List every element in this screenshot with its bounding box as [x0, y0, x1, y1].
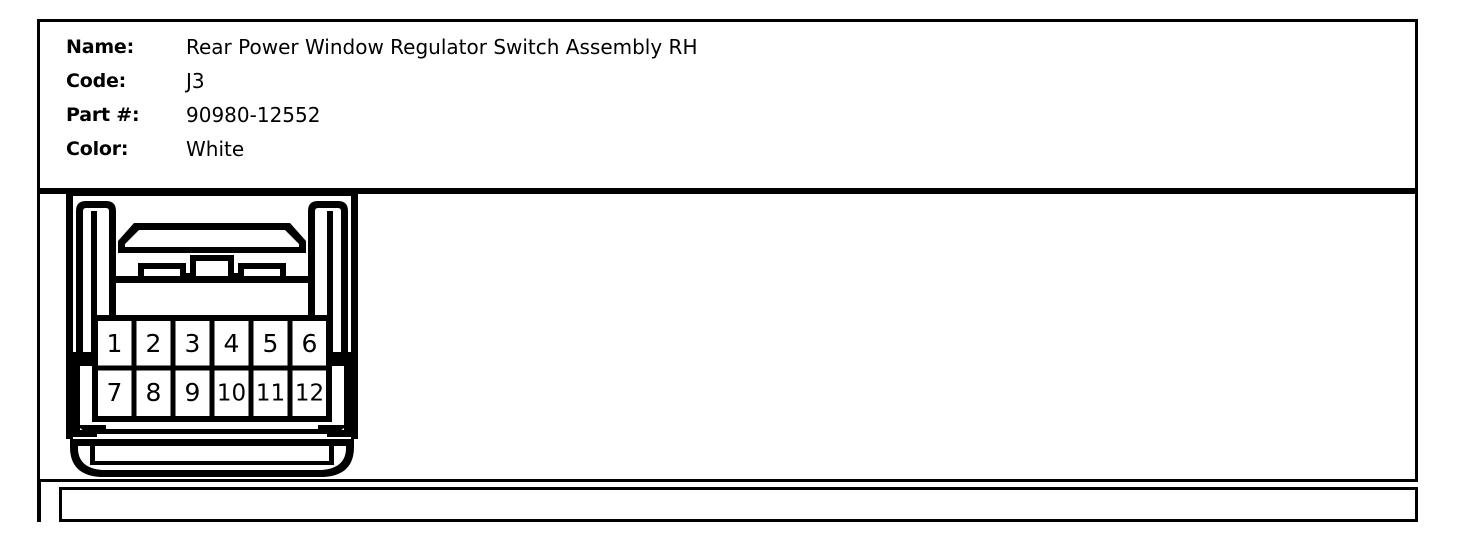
- part-info-box: Name: Rear Power Window Regulator Switch…: [37, 19, 1418, 191]
- pin-grid: [92, 315, 332, 422]
- pin-label-12: 12: [295, 381, 324, 407]
- info-label-part-number: Part #:: [66, 104, 140, 126]
- info-value-code: J3: [186, 69, 205, 93]
- pin-label-3: 3: [185, 329, 201, 358]
- pin-label-2: 2: [146, 329, 162, 358]
- info-row-code: Code: J3: [66, 64, 698, 98]
- connector-face-diagram: 1 2 3 4 5 6 7 8 9 10 11 12: [62, 189, 362, 483]
- pin-label-1: 1: [107, 329, 123, 358]
- pin-label-8: 8: [146, 378, 162, 407]
- info-value-color: White: [186, 137, 245, 161]
- pin-label-4: 4: [224, 329, 240, 358]
- pin-label-10: 10: [217, 381, 246, 407]
- info-label-name: Name:: [66, 36, 135, 58]
- pin-label-5: 5: [263, 329, 279, 358]
- part-info-table: Name: Rear Power Window Regulator Switch…: [66, 30, 698, 166]
- info-row-name: Name: Rear Power Window Regulator Switch…: [66, 30, 698, 64]
- info-label-code: Code:: [66, 70, 127, 92]
- connector-drawing-box: 1 2 3 4 5 6 7 8 9 10 11 12: [37, 191, 1418, 482]
- pin-label-6: 6: [302, 329, 318, 358]
- pin-label-9: 9: [185, 378, 201, 407]
- info-value-part-number: 90980-12552: [186, 103, 321, 127]
- pin-label-7: 7: [107, 378, 123, 407]
- bottom-notes-strip: [59, 487, 1418, 522]
- info-row-color: Color: White: [66, 132, 698, 166]
- info-row-part-number: Part #: 90980-12552: [66, 98, 698, 132]
- pin-label-11: 11: [256, 381, 285, 407]
- info-value-name: Rear Power Window Regulator Switch Assem…: [186, 35, 698, 59]
- info-label-color: Color:: [66, 138, 129, 160]
